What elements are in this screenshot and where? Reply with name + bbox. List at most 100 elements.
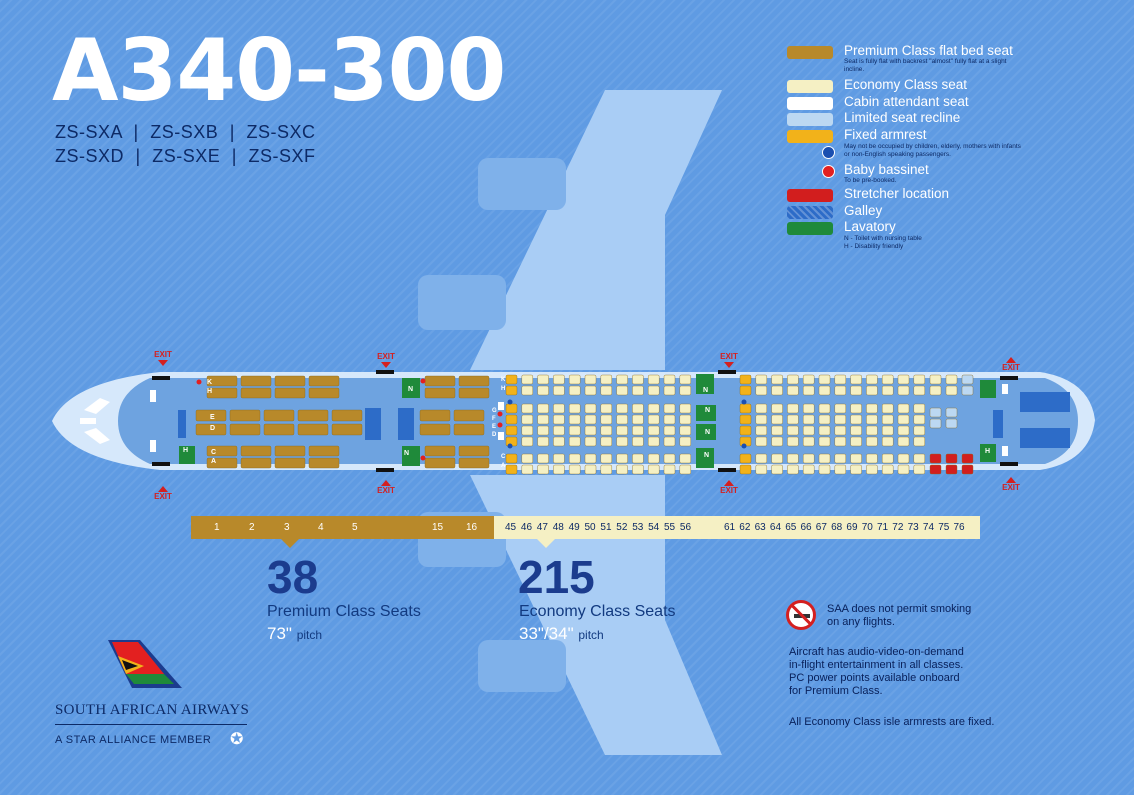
armrest-note: All Economy Class isle armrests are fixe… [789, 716, 995, 728]
economy-seat [787, 464, 799, 475]
economy-seat [755, 403, 767, 414]
economy-seat [866, 403, 878, 414]
economy-seat [537, 425, 549, 436]
economy-seat [834, 425, 846, 436]
premium-seat [308, 387, 340, 399]
exit-marker: EXIT [150, 485, 176, 501]
star-alliance-icon: ✪ [230, 731, 244, 748]
economy-seat [679, 403, 691, 414]
saa-tail-logo [108, 640, 182, 688]
avod-note: Aircraft has audio-video-on-demand in-fl… [789, 646, 964, 697]
economy-seat [632, 464, 644, 475]
economy-seat [553, 385, 565, 396]
economy-seat [771, 453, 783, 464]
economy-seat [866, 385, 878, 396]
economy-pointer [537, 539, 555, 548]
engine-inner-upper [418, 275, 506, 330]
economy-pitch: 33"/34" pitch [519, 624, 604, 643]
premium-seat [297, 409, 329, 422]
economy-seat [913, 374, 925, 385]
economy-seat [913, 414, 925, 425]
economy-seat [537, 414, 549, 425]
stretcher-seat [929, 464, 942, 475]
economy-seat [771, 464, 783, 475]
economy-seat [679, 436, 691, 447]
economy-seat [787, 403, 799, 414]
row-number: 61 [724, 522, 736, 533]
row-number: 51 [600, 522, 612, 533]
lav-n-label: N [408, 386, 414, 393]
economy-seat [803, 436, 815, 447]
economy-seat [648, 425, 660, 436]
row-number: 16 [466, 522, 478, 533]
row-number: 52 [616, 522, 628, 533]
economy-seat [771, 374, 783, 385]
premium-seat [206, 445, 238, 457]
economy-seat [897, 436, 910, 447]
economy-seat [897, 385, 910, 396]
economy-seat [882, 464, 894, 475]
economy-seat [569, 425, 581, 436]
premium-seat [229, 423, 261, 436]
row-number: 69 [846, 522, 858, 533]
economy-seat [632, 425, 644, 436]
bassinet-marker [420, 378, 426, 384]
economy-seat [882, 374, 894, 385]
premium-seat [263, 409, 295, 422]
economy-seat [679, 453, 691, 464]
exit-marker: EXIT [716, 479, 742, 495]
premium-seat [424, 375, 456, 387]
premium-seat [206, 375, 238, 387]
economy-seat [866, 374, 878, 385]
economy-seat [929, 385, 942, 396]
economy-seat [663, 385, 676, 396]
economy-seat [521, 436, 533, 447]
economy-seat [632, 436, 644, 447]
economy-seat [521, 453, 533, 464]
row-number: 65 [785, 522, 797, 533]
economy-seat [663, 374, 676, 385]
economy-seat [803, 374, 815, 385]
economy-seat [569, 403, 581, 414]
premium-seat [195, 409, 227, 422]
row-number: 73 [907, 522, 919, 533]
fixed-armrest-seat [739, 403, 752, 414]
economy-seat [834, 453, 846, 464]
limited-recline-seat [961, 374, 974, 385]
lav-n-label: N [704, 452, 710, 459]
legend-swatch-limited [787, 113, 833, 126]
upper-wing [470, 90, 722, 370]
row-number: 53 [632, 522, 644, 533]
row-number: 4 [318, 522, 324, 533]
stretcher-seat [945, 464, 958, 475]
economy-seat [521, 464, 533, 475]
economy-seat [787, 436, 799, 447]
economy-seat [787, 374, 799, 385]
economy-seat [787, 453, 799, 464]
lower-wing [470, 475, 722, 755]
economy-seat [771, 403, 783, 414]
row-number: 3 [284, 522, 290, 533]
brand-divider [55, 724, 247, 725]
exit-marker: EXIT [716, 352, 742, 368]
economy-seat [600, 425, 612, 436]
economy-seat [834, 414, 846, 425]
economy-seat [755, 414, 767, 425]
exit-marker: EXIT [373, 479, 399, 495]
premium-seat [274, 375, 306, 387]
fixed-armrest-seat [505, 374, 518, 385]
economy-seat [663, 464, 676, 475]
no-smoking-icon [786, 600, 816, 630]
economy-seat [755, 374, 767, 385]
restricted-seat-marker [507, 399, 513, 405]
restricted-seat-marker [507, 443, 513, 449]
lav-h-label: H [985, 448, 991, 455]
economy-seat [553, 453, 565, 464]
limited-recline-seat [929, 418, 942, 429]
registration: ZS-SXA [55, 122, 123, 142]
row-number: 71 [877, 522, 889, 533]
